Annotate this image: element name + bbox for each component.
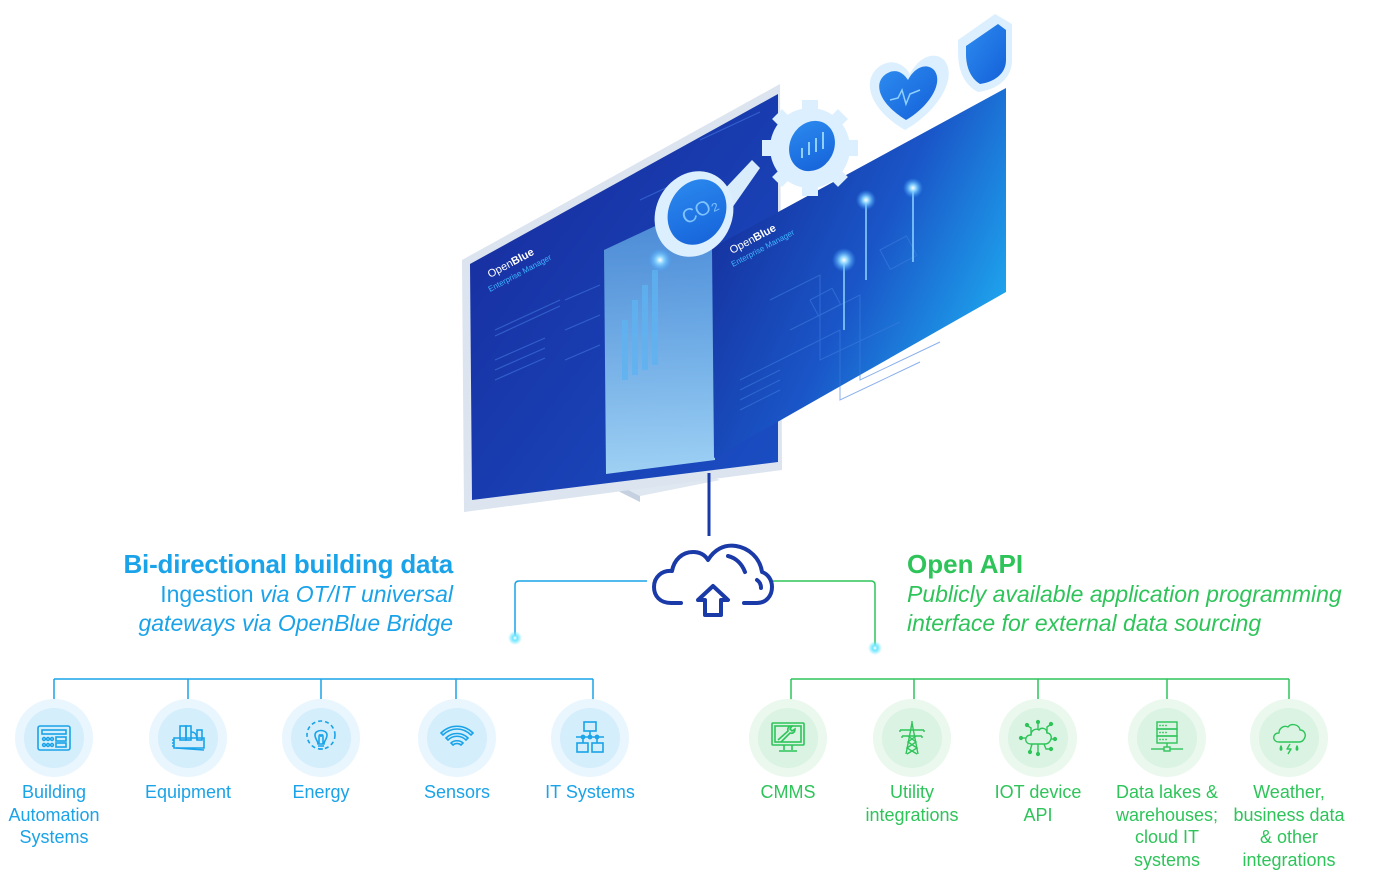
node-label: Sensors — [387, 781, 527, 804]
label-line: integrations — [1242, 849, 1336, 870]
openblue-monitor-illustration: OpenBlue Enterprise Manager Op — [462, 14, 1012, 512]
node-ring-inner — [758, 708, 818, 768]
subtitle-italic-text: via OT/IT universal — [260, 581, 453, 607]
right-tree-lines — [790, 678, 1290, 700]
heart-pulse-icon — [869, 55, 949, 130]
label-line: IOT device — [994, 782, 1082, 802]
co2-icon: CO₂ — [654, 160, 760, 257]
label-line: IT Systems — [545, 782, 635, 802]
label-line: cloud IT — [1134, 827, 1200, 847]
label-line: business data — [1233, 804, 1345, 825]
label-line: Automation — [8, 804, 100, 825]
node-equipment: Equipment — [118, 699, 258, 804]
subtitle-italic-text-2: gateways via OpenBlue Bridge — [138, 610, 453, 636]
node-label: Data lakes & warehouses; cloud IT system… — [1097, 781, 1237, 871]
node-data-lakes: Data lakes & warehouses; cloud IT system… — [1097, 699, 1237, 871]
node-ring-inner — [24, 708, 84, 768]
node-label: CMMS — [718, 781, 858, 804]
label-line: CMMS — [760, 782, 816, 802]
node-ring — [999, 699, 1077, 777]
label-line: Sensors — [423, 782, 491, 802]
lightbulb-icon — [306, 720, 336, 750]
label-line: Systems — [19, 827, 89, 847]
node-ring — [1128, 699, 1206, 777]
node-ring-inner — [1008, 708, 1068, 768]
node-label: Energy — [251, 781, 391, 804]
node-energy: Energy — [251, 699, 391, 804]
node-building-automation: Building Automation Systems — [0, 699, 124, 849]
node-ring — [749, 699, 827, 777]
label-line: API — [1023, 804, 1053, 825]
node-ring-inner — [427, 708, 487, 768]
open-api-title: Open API — [907, 549, 1024, 579]
node-label: Equipment — [118, 781, 258, 804]
wireless-signal-icon — [439, 725, 475, 747]
label-line: Utility — [890, 782, 934, 802]
left-branch-line — [514, 580, 647, 636]
node-cmms: CMMS — [718, 699, 858, 804]
bidirectional-subtitle-line1: Ingestion via OT/IT universal — [123, 580, 453, 609]
node-utility-integrations: Utility integrations — [842, 699, 982, 826]
network-hierarchy-icon — [576, 721, 604, 753]
node-ring-inner — [882, 708, 942, 768]
monitor-wrench-icon — [771, 722, 805, 752]
server-stack-icon — [1151, 721, 1183, 752]
node-ring-inner — [1137, 708, 1197, 768]
subtitle-regular-text: Ingestion — [160, 581, 260, 607]
node-ring — [551, 699, 629, 777]
label-line: integrations — [865, 804, 959, 825]
node-iot-device-api: IOT device API — [968, 699, 1108, 826]
shield-icon — [958, 14, 1012, 92]
node-ring-inner — [560, 708, 620, 768]
node-label: IOT device API — [968, 781, 1108, 826]
bidirectional-subtitle-line2: gateways via OpenBlue Bridge — [123, 609, 453, 638]
label-line: Energy — [292, 782, 350, 802]
weather-cloud-icon — [1273, 723, 1306, 755]
label-line: systems — [1133, 849, 1200, 870]
node-label: IT Systems — [520, 781, 660, 804]
gear-chart-icon — [762, 100, 858, 196]
iot-cloud-icon — [1018, 719, 1058, 757]
node-ring — [282, 699, 360, 777]
label-line: Data lakes & — [1115, 782, 1219, 802]
open-api-subtitle-line1: Publicly available application programmi… — [907, 581, 1342, 607]
node-ring-inner — [158, 708, 218, 768]
label-line: Weather, — [1253, 782, 1325, 802]
node-label: Building Automation Systems — [0, 781, 124, 849]
equipment-icon — [172, 725, 205, 751]
control-panel-icon — [37, 725, 71, 751]
label-line: warehouses; — [1115, 804, 1219, 825]
cloud-upload-icon — [652, 543, 774, 617]
front-monitor: OpenBlue Enterprise Manager — [712, 88, 1006, 458]
glow-pins — [832, 178, 923, 330]
right-branch-line — [773, 580, 876, 645]
power-tower-icon — [899, 721, 925, 755]
node-weather-business: Weather, business data & other integrati… — [1219, 699, 1359, 871]
node-sensors: Sensors — [387, 699, 527, 804]
node-ring — [1250, 699, 1328, 777]
node-label: Utility integrations — [842, 781, 982, 826]
open-api-heading: Open API Publicly available application … — [907, 548, 1342, 638]
left-tree-lines — [53, 678, 594, 700]
node-ring-inner — [291, 708, 351, 768]
bidirectional-data-heading: Bi-directional building data Ingestion v… — [123, 548, 453, 638]
node-ring — [149, 699, 227, 777]
node-ring — [418, 699, 496, 777]
node-it-systems: IT Systems — [520, 699, 660, 804]
label-line: Equipment — [144, 782, 232, 802]
node-ring-inner — [1259, 708, 1319, 768]
node-ring — [873, 699, 951, 777]
bidirectional-title: Bi-directional building data — [123, 549, 453, 579]
open-api-subtitle-line2: interface for external data sourcing — [907, 610, 1262, 636]
node-label: Weather, business data & other integrati… — [1219, 781, 1359, 871]
label-line: Building — [21, 782, 87, 802]
node-ring — [15, 699, 93, 777]
label-line: & other — [1259, 827, 1319, 847]
